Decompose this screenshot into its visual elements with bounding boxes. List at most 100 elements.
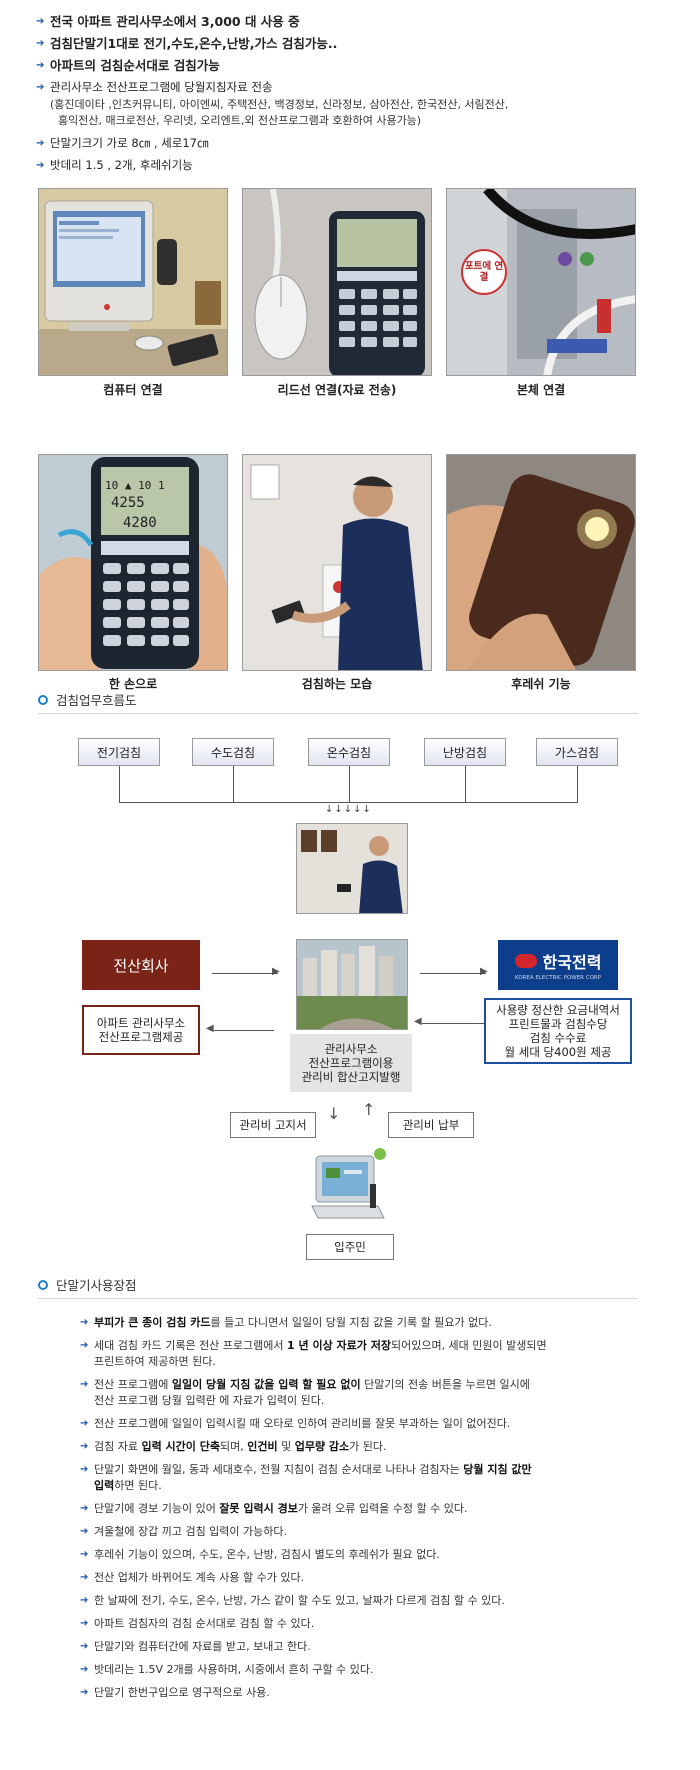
list-item: ➔부피가 큰 종이 검침 카드를 들고 다니면서 일일이 당월 지침 값을 기록…: [80, 1316, 492, 1329]
list-item: ➔단말기와 컴퓨터간에 자료를 받고, 보내고 한다.: [80, 1640, 311, 1653]
kepco-symbol-icon: [514, 954, 537, 968]
left-arrow-icon: ◀: [414, 1016, 422, 1027]
management-bill-box: 관리비 고지서: [230, 1112, 316, 1138]
connector-line: [465, 766, 466, 802]
arrow-icon: ➔: [80, 1503, 89, 1514]
arrow-icon: ➔: [36, 60, 45, 71]
hot-water-reading-box: 온수검침: [308, 738, 390, 766]
right-arrow-icon: ▶: [272, 966, 280, 977]
right-arrow-icon: ▶: [480, 966, 488, 977]
connector-line: [212, 973, 278, 974]
connector-line: [577, 766, 578, 802]
management-payment-box: 관리비 납부: [388, 1112, 474, 1138]
kepco-logo: 한국전력 KOREA ELECTRIC POWER CORP: [498, 940, 618, 990]
one-hand-photo: 10 ▲ 10 1 4255 4280: [38, 454, 228, 671]
computer-company-box: 전산회사: [82, 940, 200, 990]
flashlight-photo: [446, 454, 636, 671]
arrow-icon: ➔: [36, 138, 45, 149]
arrow-icon: ➔: [80, 1618, 89, 1629]
port-callout-bubble: 포트에 연결: [461, 249, 507, 295]
photo-caption: 한 손으로: [108, 677, 158, 691]
list-item: ➔아파트 검침자의 검침 순서대로 검침 할 수 있다.: [80, 1617, 315, 1630]
resident-box: 입주민: [306, 1234, 394, 1260]
arrow-icon: ➔: [80, 1441, 89, 1452]
pc-port-illustration: [447, 189, 635, 375]
water-reading-box: 수도검침: [192, 738, 274, 766]
arrow-icon: ➔: [36, 160, 45, 171]
hand-terminal-illustration: 10 ▲ 10 1 4255 4280: [39, 455, 227, 670]
connector-line: [349, 766, 350, 802]
photo-caption: 리드선 연결(자료 전송): [277, 383, 397, 397]
management-office-box: 관리사무소 전산프로그램이용 관리비 합산고지발행: [290, 1034, 412, 1092]
connector-line: [119, 766, 120, 802]
list-item: ➔단말기 화면에 월일, 동과 세대호수, 전월 지침이 검침 순서대로 나타나…: [80, 1463, 532, 1492]
kepco-description-box: 사용량 정산한 요금내역서 프린트물과 검침수당 검침 수수료 월 세대 당40…: [484, 998, 632, 1064]
arrow-icon: ➔: [80, 1418, 89, 1429]
arrow-icon: ➔: [36, 82, 45, 93]
lead-cable-photo: [242, 188, 432, 376]
photo-caption: 후레쉬 기능: [511, 677, 571, 691]
connector-line: [233, 766, 234, 802]
down-arrow-icon: ↓: [327, 1104, 341, 1123]
resident-computer-icon: [310, 1144, 396, 1230]
up-arrow-icon: ↑: [362, 1100, 376, 1119]
arrow-icon: ➔: [80, 1464, 89, 1475]
arrow-icon: ➔: [80, 1641, 89, 1652]
list-item: ➔검침 자료 입력 시간이 단축되며, 인건비 및 업무량 감소가 된다.: [80, 1440, 387, 1453]
section-divider: [38, 713, 638, 714]
list-item: ➔단말기 한번구입으로 영구적으로 사용.: [80, 1686, 270, 1699]
feature-subtext: 홍익전산, 매크로전산, 우리넷, 오리엔트,외 전산프로그램과 호환하여 사용…: [58, 114, 422, 127]
feature-item: ➔밧데리 1.5 , 2개, 후레쉬기능: [36, 158, 193, 172]
pc-body-photo: 포트에 연결: [446, 188, 636, 376]
connector-line: [420, 973, 486, 974]
arrow-icon: ➔: [80, 1549, 89, 1560]
svg-text:4280: 4280: [123, 515, 157, 531]
arrow-icon: ➔: [80, 1379, 89, 1390]
advantages-section-title: 단말기사용장점: [38, 1275, 137, 1294]
worker-illustration: [243, 455, 431, 670]
feature-item: ➔단말기크기 가로 8㎝ , 세로17㎝: [36, 136, 209, 150]
gas-reading-box: 가스검침: [536, 738, 618, 766]
photo-caption: 본체 연결: [516, 383, 566, 397]
arrow-icon: ➔: [80, 1572, 89, 1583]
computer-connection-photo: [38, 188, 228, 376]
worker-thumbnail: [296, 823, 408, 914]
section-bullet-icon: [38, 694, 48, 705]
list-item: ➔세대 검침 카드 기록은 전산 프로그램에서 1 년 이상 자료가 저장되어있…: [80, 1339, 547, 1368]
arrow-icon: ➔: [80, 1687, 89, 1698]
photo-caption: 검침하는 모습: [301, 677, 373, 691]
section-divider: [38, 1298, 638, 1299]
list-item: ➔단말기에 경보 기능이 있어 잘못 입력시 경보가 울려 오류 입력을 수정 …: [80, 1502, 468, 1515]
feature-item: ➔검침단말기1대로 전기,수도,온수,난방,가스 검침가능..: [36, 36, 338, 51]
electric-reading-box: 전기검침: [78, 738, 160, 766]
svg-text:4255: 4255: [111, 495, 145, 511]
advantages-list: ➔부피가 큰 종이 검침 카드를 들고 다니면서 일일이 당월 지침 값을 기록…: [80, 1315, 640, 1708]
left-arrow-icon: ◀: [206, 1023, 214, 1034]
arrow-icon: ➔: [36, 38, 45, 49]
arrow-icon: ➔: [80, 1526, 89, 1537]
down-arrows-icon: ↓↓↓↓↓: [325, 804, 372, 815]
flow-section-title: 검침업무흐름도: [38, 690, 137, 709]
list-item: ➔후레쉬 기능이 있으며, 수도, 온수, 난방, 검침시 별도의 후레쉬가 필…: [80, 1548, 440, 1561]
feature-item: ➔아파트의 검침순서대로 검침가능: [36, 58, 220, 73]
heating-reading-box: 난방검침: [424, 738, 506, 766]
arrow-icon: ➔: [36, 16, 45, 27]
list-item: ➔겨울철에 장갑 끼고 검침 입력이 가능하다.: [80, 1525, 288, 1538]
list-item: ➔전산 업체가 바뀌어도 계속 사용 할 수가 있다.: [80, 1571, 305, 1584]
arrow-icon: ➔: [80, 1317, 89, 1328]
list-item: ➔전산 프로그램에 일일이 입력시킬 때 오타로 인하여 관리비를 잘못 부과하…: [80, 1417, 511, 1430]
terminal-illustration: [243, 189, 431, 375]
arrow-icon: ➔: [80, 1664, 89, 1675]
list-item: ➔밧데리는 1.5V 2개를 사용하며, 시중에서 흔히 구할 수 있다.: [80, 1663, 374, 1676]
arrow-icon: ➔: [80, 1340, 89, 1351]
section-bullet-icon: [38, 1279, 48, 1290]
computer-illustration: [39, 189, 227, 375]
flashlight-illustration: [447, 455, 635, 670]
arrow-icon: ➔: [80, 1595, 89, 1606]
feature-item: ➔관리사무소 전산프로그램에 당월지침자료 전송: [36, 80, 273, 94]
list-item: ➔전산 프로그램에 일일이 당월 지침 값을 입력 할 필요 없이 단말기의 전…: [80, 1378, 530, 1407]
feature-item: ➔전국 아파트 관리사무소에서 3,000 대 사용 중: [36, 14, 300, 29]
connector-line: [119, 802, 578, 803]
company-description-box: 아파트 관리사무소 전산프로그램제공: [82, 1005, 200, 1055]
feature-subtext: (홍진데이타 ,인츠커뮤니티, 아이엔씨, 주택전산, 백경정보, 신라정보, …: [50, 98, 509, 111]
